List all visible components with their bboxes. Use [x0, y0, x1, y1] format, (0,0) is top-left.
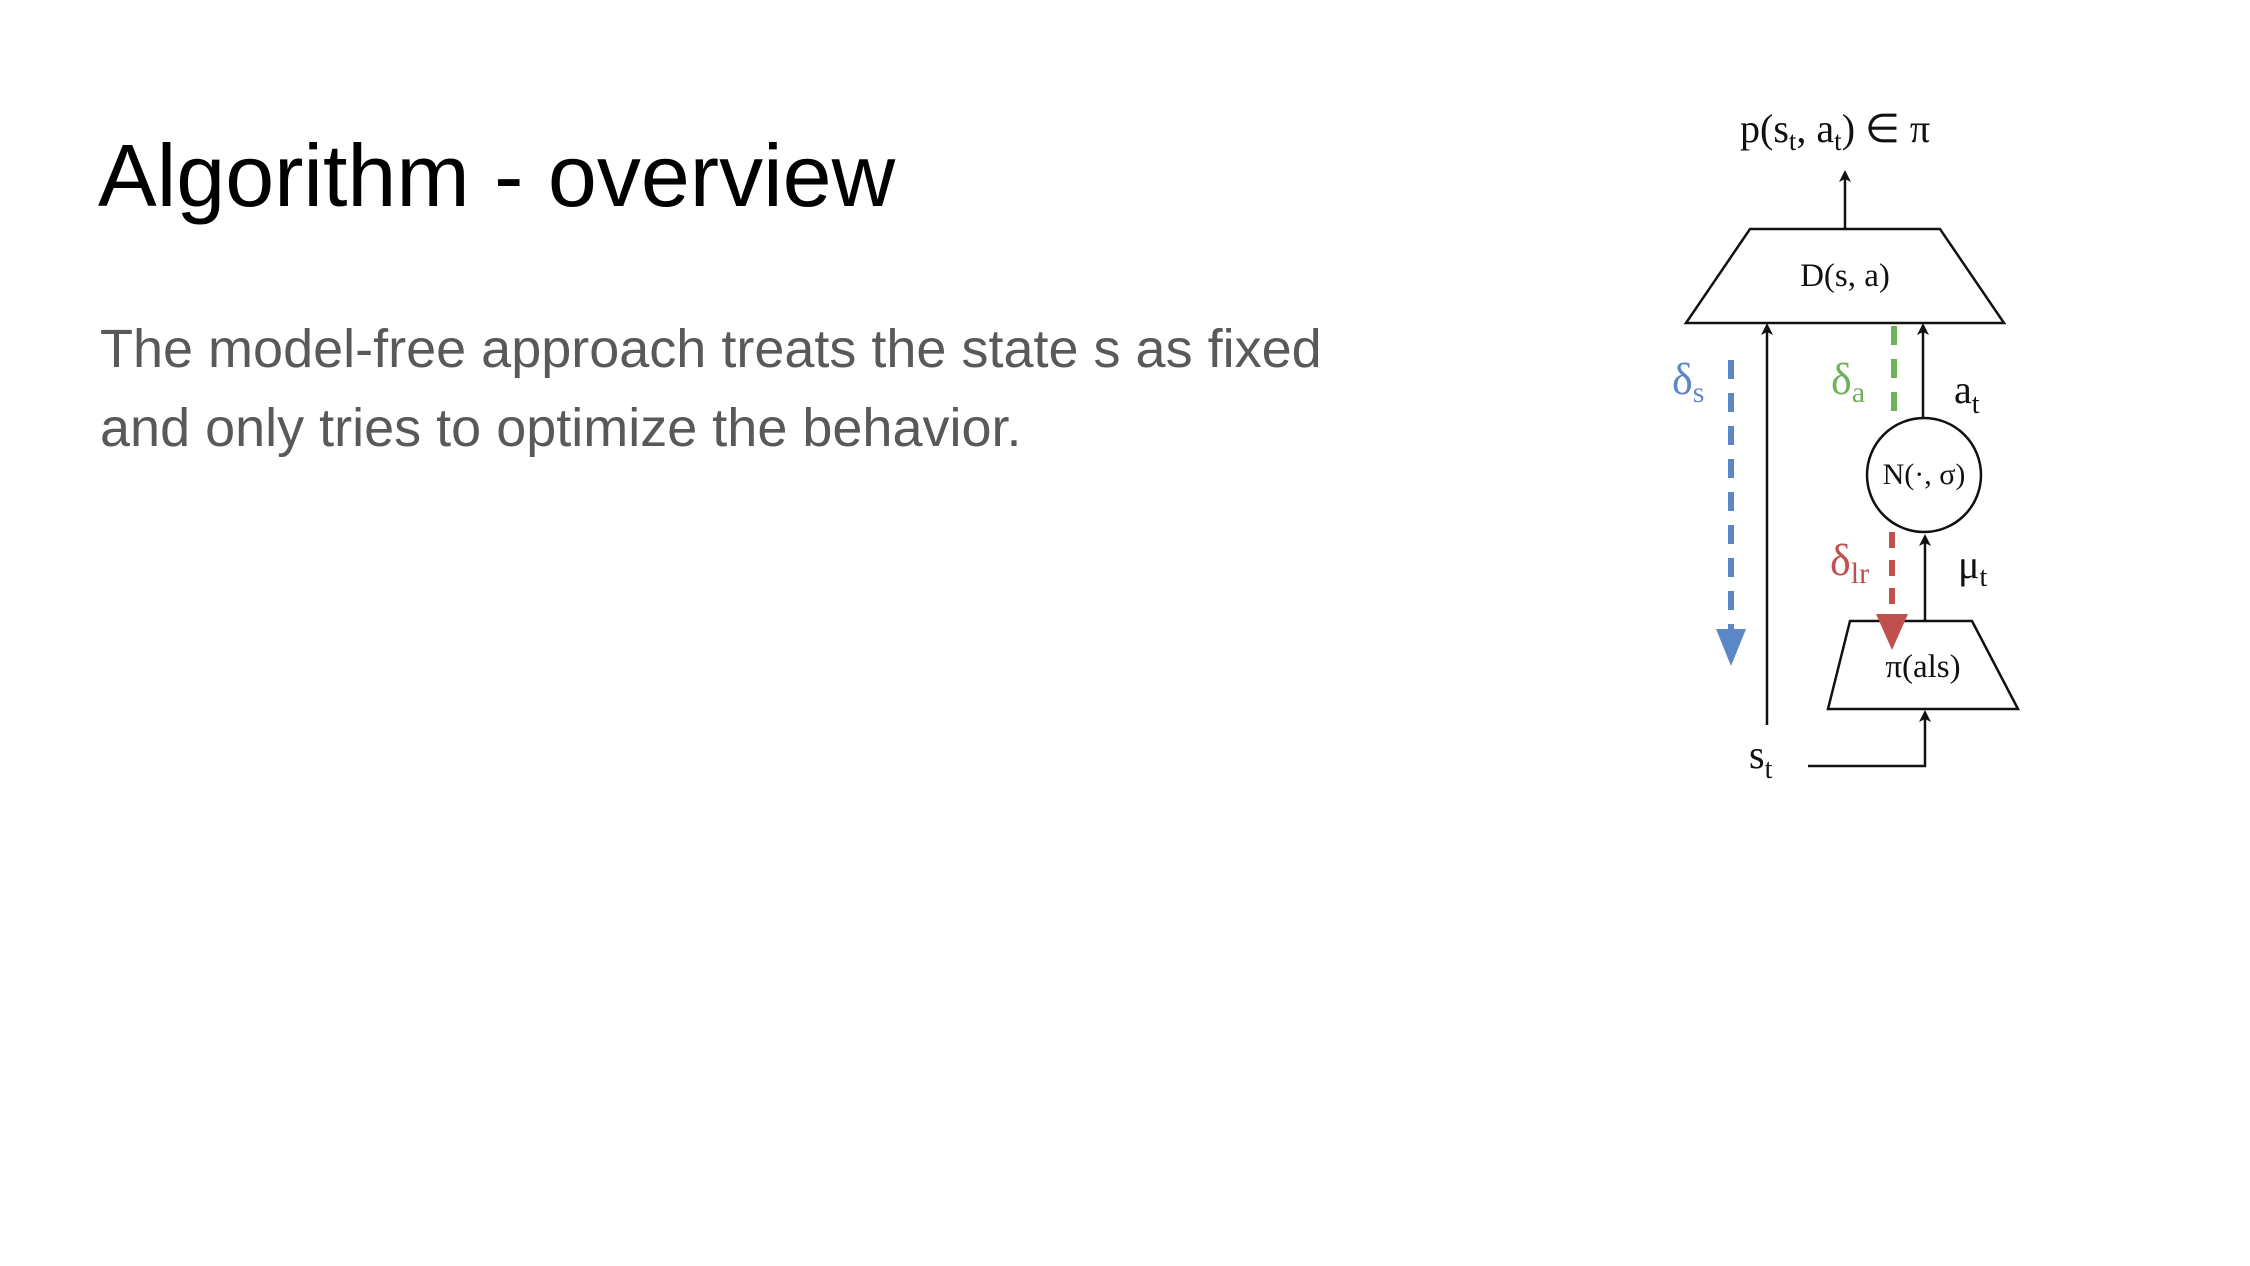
- mean-label: μt: [1958, 542, 1987, 593]
- delta-lr-label-base: δ: [1830, 536, 1851, 585]
- state-label-base: s: [1749, 732, 1765, 777]
- discriminator-block: [1683, 227, 2007, 325]
- action-label: at: [1954, 367, 1980, 420]
- slide-body-text: The model-free approach treats the state…: [100, 310, 1500, 468]
- output-label-base: p(s: [1740, 106, 1789, 151]
- output-label-tail: ) ∈ π: [1842, 106, 1930, 151]
- mean-label-sub: t: [1979, 562, 1987, 593]
- body-line-1: The model-free approach treats the state…: [100, 319, 1322, 379]
- mean-label-base: μ: [1958, 542, 1979, 587]
- discriminator-label: D(s, a): [1800, 258, 1890, 294]
- policy-label: π(als): [1885, 649, 1960, 685]
- delta-a-label: δa: [1831, 355, 1865, 409]
- delta-a-label-sub: a: [1852, 376, 1865, 409]
- noise-label: N(·, σ): [1883, 458, 1966, 491]
- state-label: st: [1749, 732, 1773, 785]
- output-label-mid: , a: [1796, 106, 1834, 151]
- body-line-2: and only tries to optimize the behavior.: [100, 398, 1022, 458]
- output-label-sub1: t: [1789, 126, 1797, 156]
- delta-s-label: δs: [1672, 355, 1704, 409]
- output-label: p(st, at) ∈ π: [1740, 106, 1930, 156]
- state-label-sub: t: [1765, 754, 1773, 785]
- delta-s-arrowhead: [1716, 629, 1746, 666]
- output-label-sub2: t: [1834, 126, 1842, 156]
- state-to-policy-arrow: [1808, 710, 1931, 768]
- delta-a-label-base: δ: [1831, 355, 1852, 404]
- action-label-sub: t: [1972, 389, 1980, 420]
- delta-s-label-sub: s: [1693, 376, 1705, 409]
- delta-lr-label: δlr: [1830, 536, 1869, 590]
- slide-title: Algorithm - overview: [98, 126, 896, 225]
- delta-s-label-base: δ: [1672, 355, 1693, 404]
- policy-block: [1826, 619, 2021, 711]
- delta-lr-arrowhead: [1876, 614, 1908, 650]
- delta-lr-label-sub: lr: [1851, 557, 1869, 590]
- action-label-base: a: [1954, 367, 1972, 412]
